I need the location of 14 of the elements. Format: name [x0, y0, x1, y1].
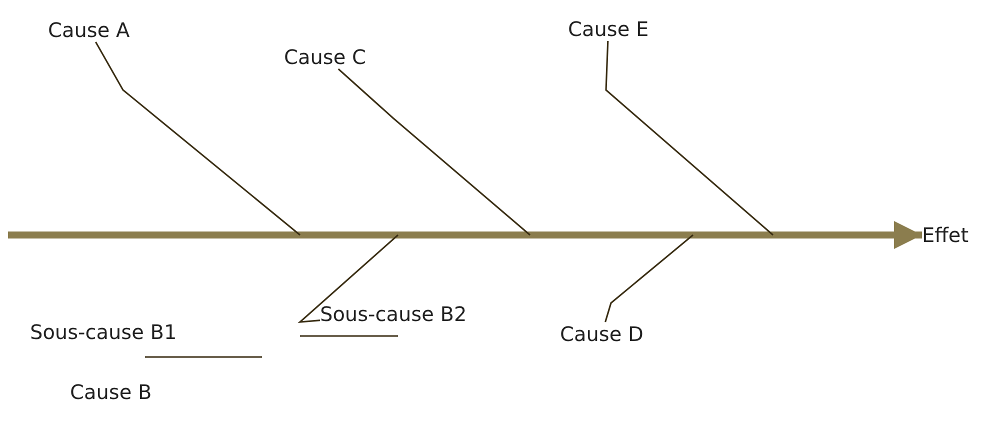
cause-label: Cause A — [48, 18, 130, 42]
cause-label: Cause D — [560, 322, 644, 346]
sub-cause-label: Sous-cause B1 — [30, 320, 177, 344]
cause-label: Cause E — [568, 17, 649, 41]
bone-line — [95, 42, 300, 236]
spine-arrow — [8, 221, 922, 249]
sub-cause-label: Sous-cause B2 — [320, 302, 467, 326]
bone-line — [298, 234, 399, 323]
cause-label: Cause C — [284, 45, 366, 69]
effect-label: Effet — [922, 223, 969, 247]
bone-line — [338, 68, 531, 236]
bone-line — [604, 234, 694, 322]
cause-label: Cause B — [70, 380, 152, 404]
bone-line — [605, 40, 774, 236]
